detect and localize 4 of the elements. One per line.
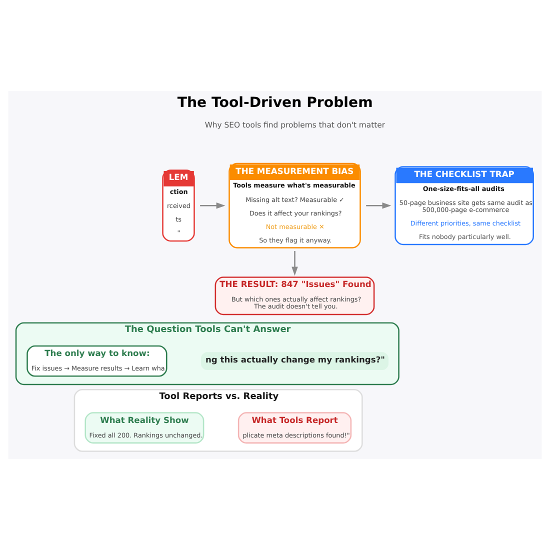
arrow — [292, 251, 298, 276]
arrow — [366, 202, 392, 209]
diagram-title: The Tool-Driven Problem — [177, 94, 373, 111]
arrow — [200, 202, 226, 209]
